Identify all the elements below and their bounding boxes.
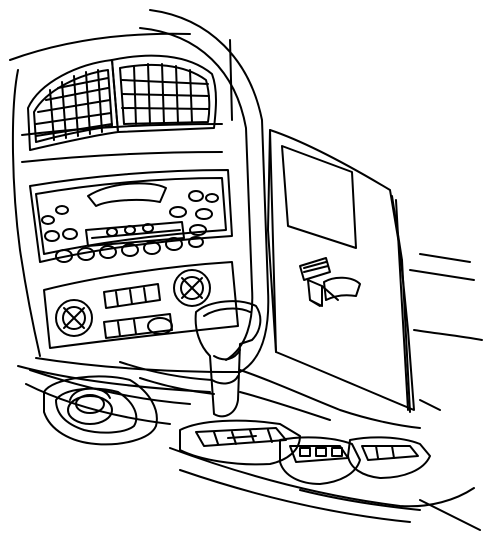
panel-retaining-clip <box>300 258 360 306</box>
background-structure <box>410 254 482 410</box>
radio-head-unit <box>30 170 232 262</box>
climate-knob-right <box>174 270 210 306</box>
air-vent-left <box>28 60 118 150</box>
cd-slot <box>86 183 184 246</box>
center-console-controls <box>170 421 480 530</box>
console-side-panel <box>240 130 420 428</box>
gear-shift-lever <box>196 301 261 416</box>
climate-control-panel <box>44 262 238 348</box>
climate-knob-left <box>56 300 92 336</box>
dashboard-bezel <box>10 10 268 392</box>
radio-buttons <box>42 191 218 262</box>
cup-holder <box>44 376 157 444</box>
lower-dash-lines <box>26 362 214 424</box>
air-vent-right <box>112 56 216 132</box>
